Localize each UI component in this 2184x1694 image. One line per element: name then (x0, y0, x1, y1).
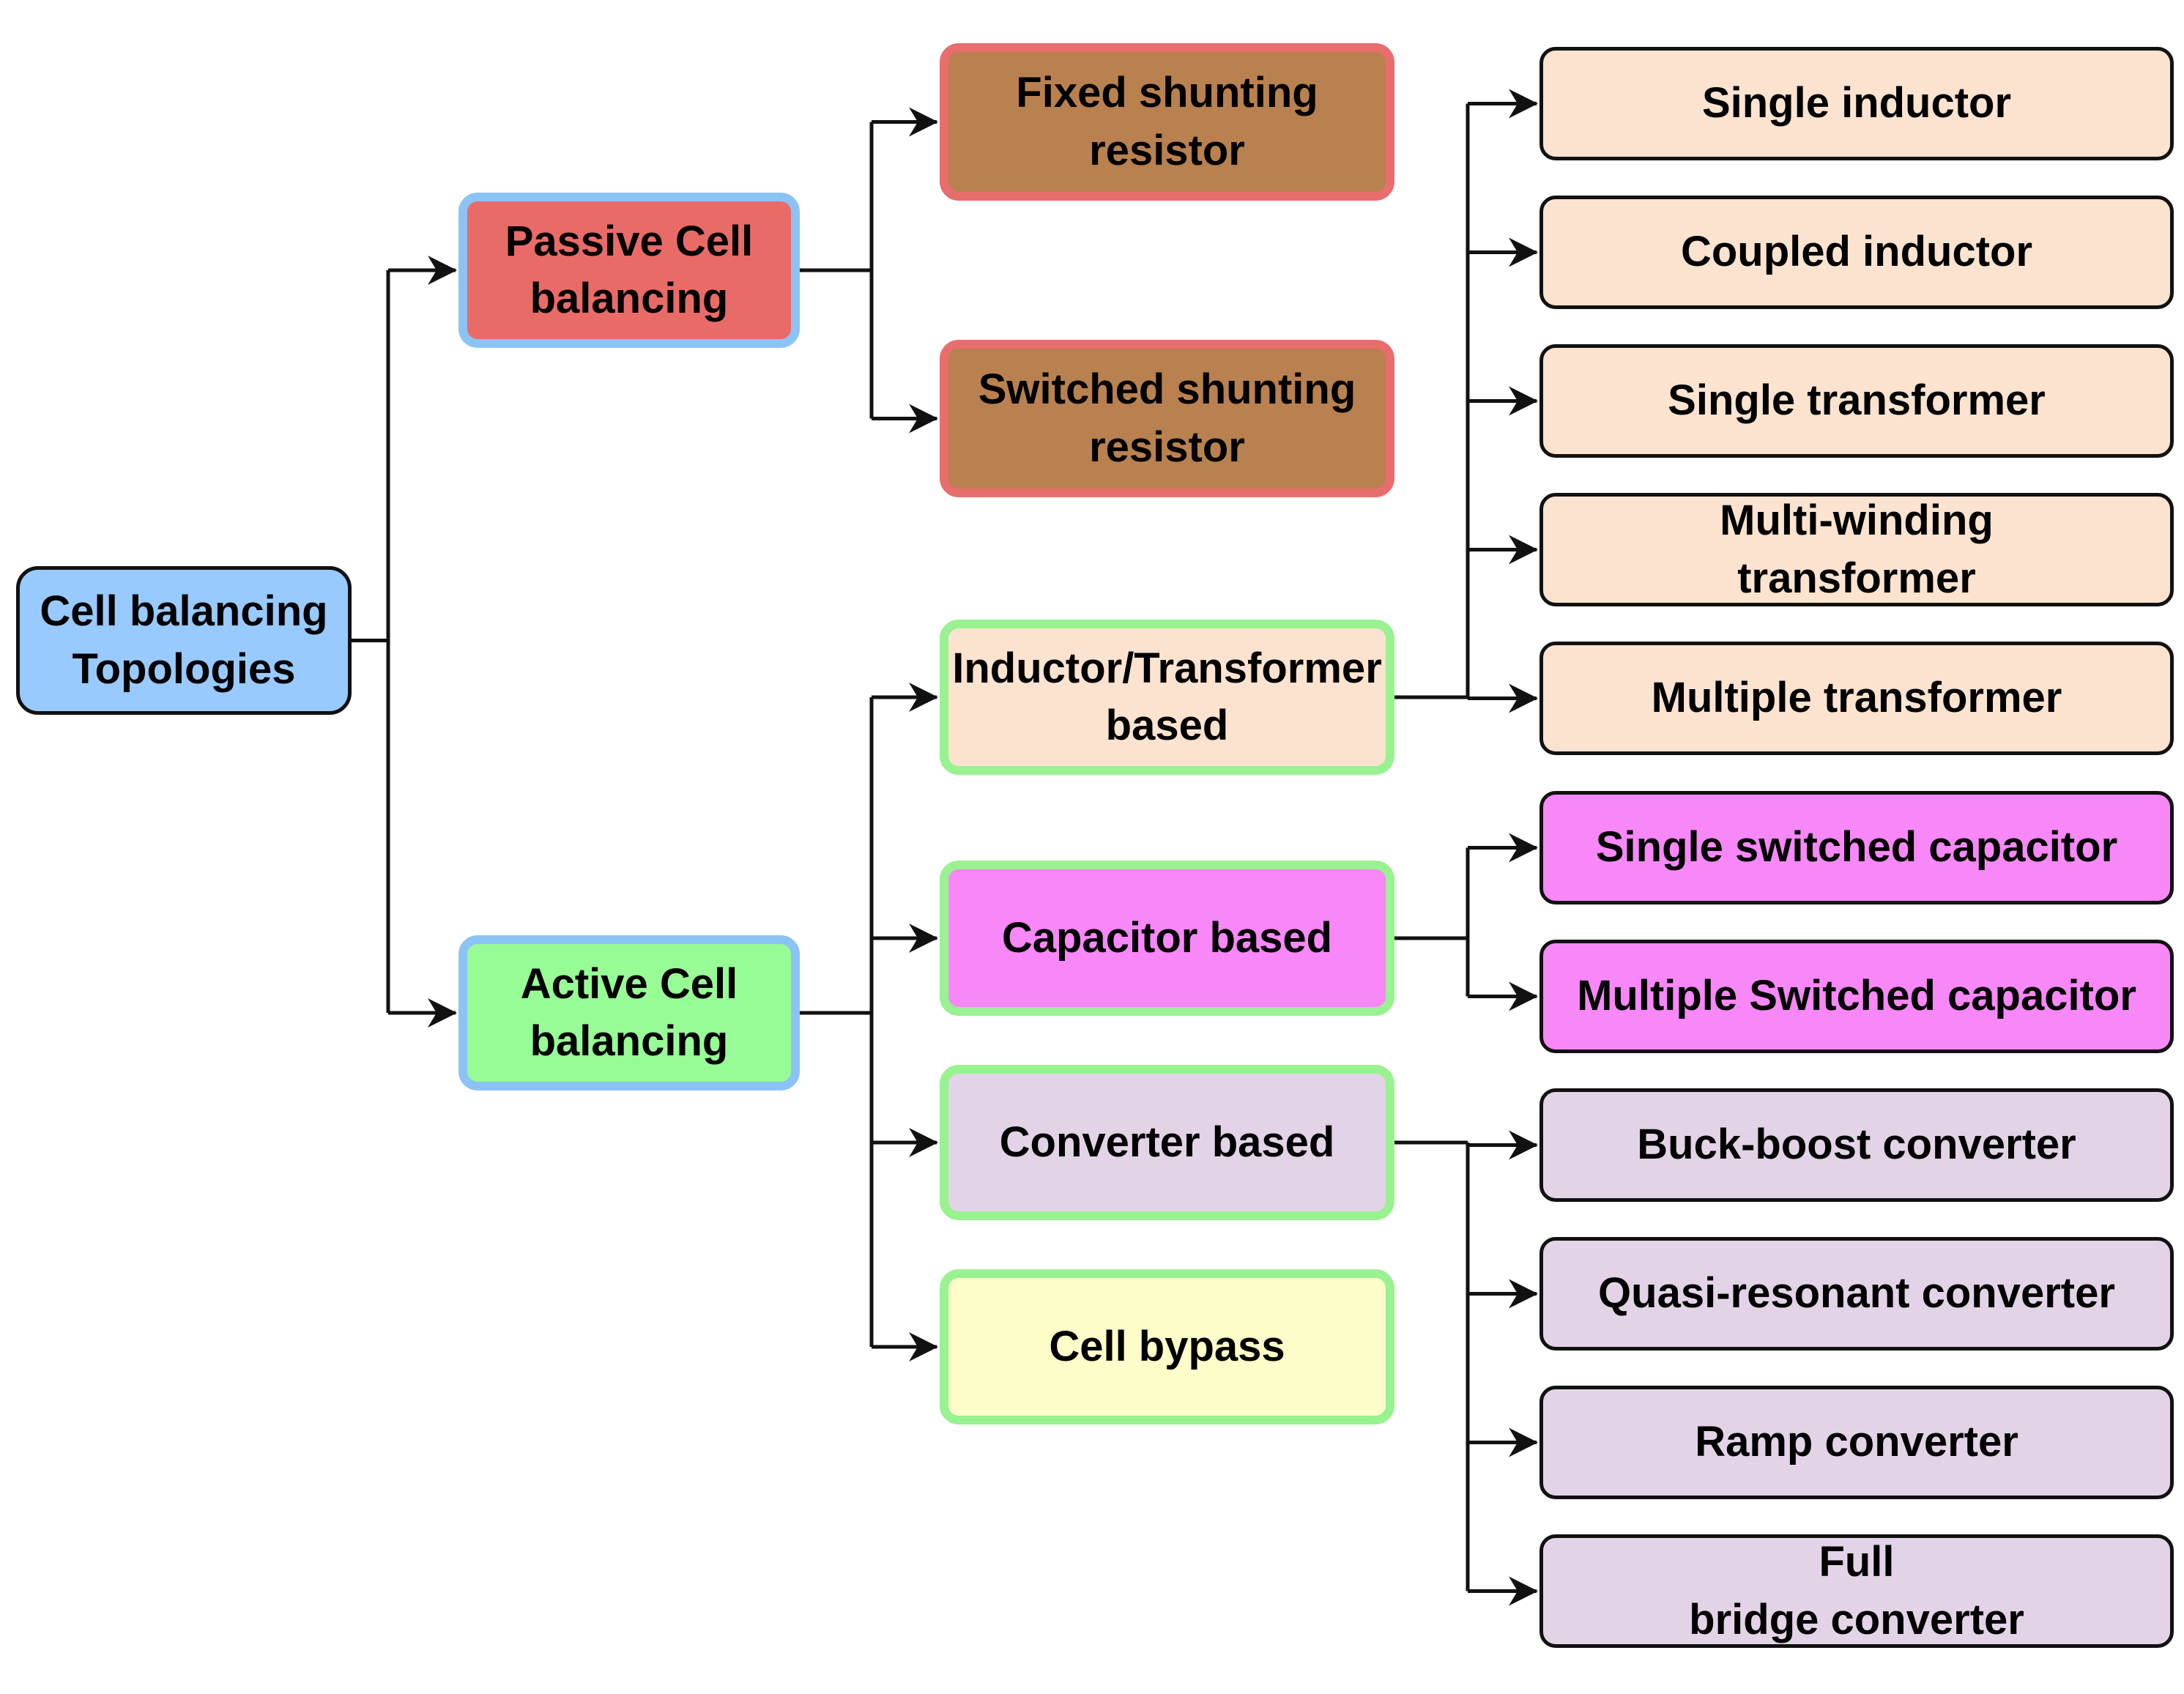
active-connector-arrow-1 (909, 924, 938, 953)
root-connector-arrow-1 (428, 998, 457, 1028)
capacitor-connector-arrow-1 (1509, 981, 1538, 1011)
active-connector-arrow-3 (909, 1332, 938, 1361)
fixed-shunting-resistor-label: Fixed shunting resistor (1016, 69, 1318, 174)
single-switched-capacitor-label: Single switched capacitor (1595, 823, 2118, 872)
cell-bypass-label: Cell bypass (1049, 1322, 1285, 1370)
single-inductor-node: Single inductor (1539, 47, 2174, 160)
passive-cell-balancing-label: Passive Cell balancing (505, 217, 754, 322)
switched-shunting-resistor-node: Switched shunting resistor (940, 340, 1394, 497)
inductor-transformer-based-node: Inductor/Transformer based (940, 620, 1394, 775)
multi-winding-transformer-label: Multi-winding transformer (1720, 497, 1994, 602)
switched-shunting-resistor-label: Switched shunting resistor (978, 365, 1356, 471)
active-cell-balancing-node: Active Cell balancing (458, 935, 800, 1091)
buck-boost-converter-label: Buck-boost converter (1637, 1121, 2076, 1169)
active-connector-arrow-2 (909, 1128, 938, 1157)
multi-winding-transformer-node: Multi-winding transformer (1539, 493, 2174, 606)
active-cell-balancing-label: Active Cell balancing (520, 959, 738, 1065)
coupled-inductor-label: Coupled inductor (1680, 228, 2033, 276)
multiple-transformer-label: Multiple transformer (1651, 674, 2062, 722)
passive-connector-arrow-0 (909, 107, 938, 137)
root-connector-arrow-0 (428, 256, 457, 285)
fixed-shunting-resistor-node: Fixed shunting resistor (940, 43, 1394, 201)
converter-based-label: Converter based (999, 1118, 1335, 1166)
inductor-connector-arrow-0 (1509, 89, 1538, 119)
multiple-transformer-node: Multiple transformer (1539, 642, 2174, 755)
converter-connector-arrow-2 (1509, 1427, 1538, 1457)
full-bridge-converter-node: Full bridge converter (1539, 1534, 2174, 1648)
quasi-resonant-converter-label: Quasi-resonant converter (1598, 1269, 2115, 1318)
capacitor-based-label: Capacitor based (1001, 913, 1333, 962)
buck-boost-converter-node: Buck-boost converter (1539, 1088, 2174, 1202)
passive-connector-arrow-1 (909, 404, 938, 434)
active-connector-arrow-0 (909, 683, 938, 712)
single-inductor-label: Single inductor (1701, 79, 2012, 127)
capacitor-based-node: Capacitor based (940, 861, 1394, 1016)
capacitor-connector-arrow-0 (1509, 833, 1538, 863)
coupled-inductor-node: Coupled inductor (1539, 196, 2174, 309)
root-node-label: Cell balancing Topologies (40, 587, 328, 693)
inductor-connector-arrow-3 (1509, 535, 1538, 565)
passive-cell-balancing-node: Passive Cell balancing (458, 193, 800, 348)
cell-bypass-node: Cell bypass (940, 1269, 1394, 1424)
inductor-transformer-based-label: Inductor/Transformer based (952, 644, 1382, 749)
ramp-converter-label: Ramp converter (1695, 1418, 2018, 1466)
single-switched-capacitor-node: Single switched capacitor (1539, 791, 2174, 904)
inductor-connector-arrow-2 (1509, 386, 1538, 416)
converter-connector-arrow-0 (1509, 1130, 1538, 1160)
converter-connector-arrow-1 (1509, 1279, 1538, 1309)
multiple-switched-capacitor-node: Multiple Switched capacitor (1539, 940, 2174, 1053)
single-transformer-label: Single transformer (1668, 376, 2046, 425)
full-bridge-converter-label: Full bridge converter (1689, 1538, 2024, 1643)
inductor-connector-arrow-4 (1509, 683, 1538, 713)
converter-connector-arrow-3 (1509, 1576, 1538, 1606)
ramp-converter-node: Ramp converter (1539, 1386, 2174, 1499)
inductor-connector-arrow-1 (1509, 237, 1538, 267)
single-transformer-node: Single transformer (1539, 344, 2174, 458)
converter-based-node: Converter based (940, 1065, 1394, 1220)
multiple-switched-capacitor-label: Multiple Switched capacitor (1577, 972, 2136, 1020)
root-node-cell-balancing-topologies: Cell balancing Topologies (16, 566, 352, 715)
quasi-resonant-converter-node: Quasi-resonant converter (1539, 1237, 2174, 1351)
